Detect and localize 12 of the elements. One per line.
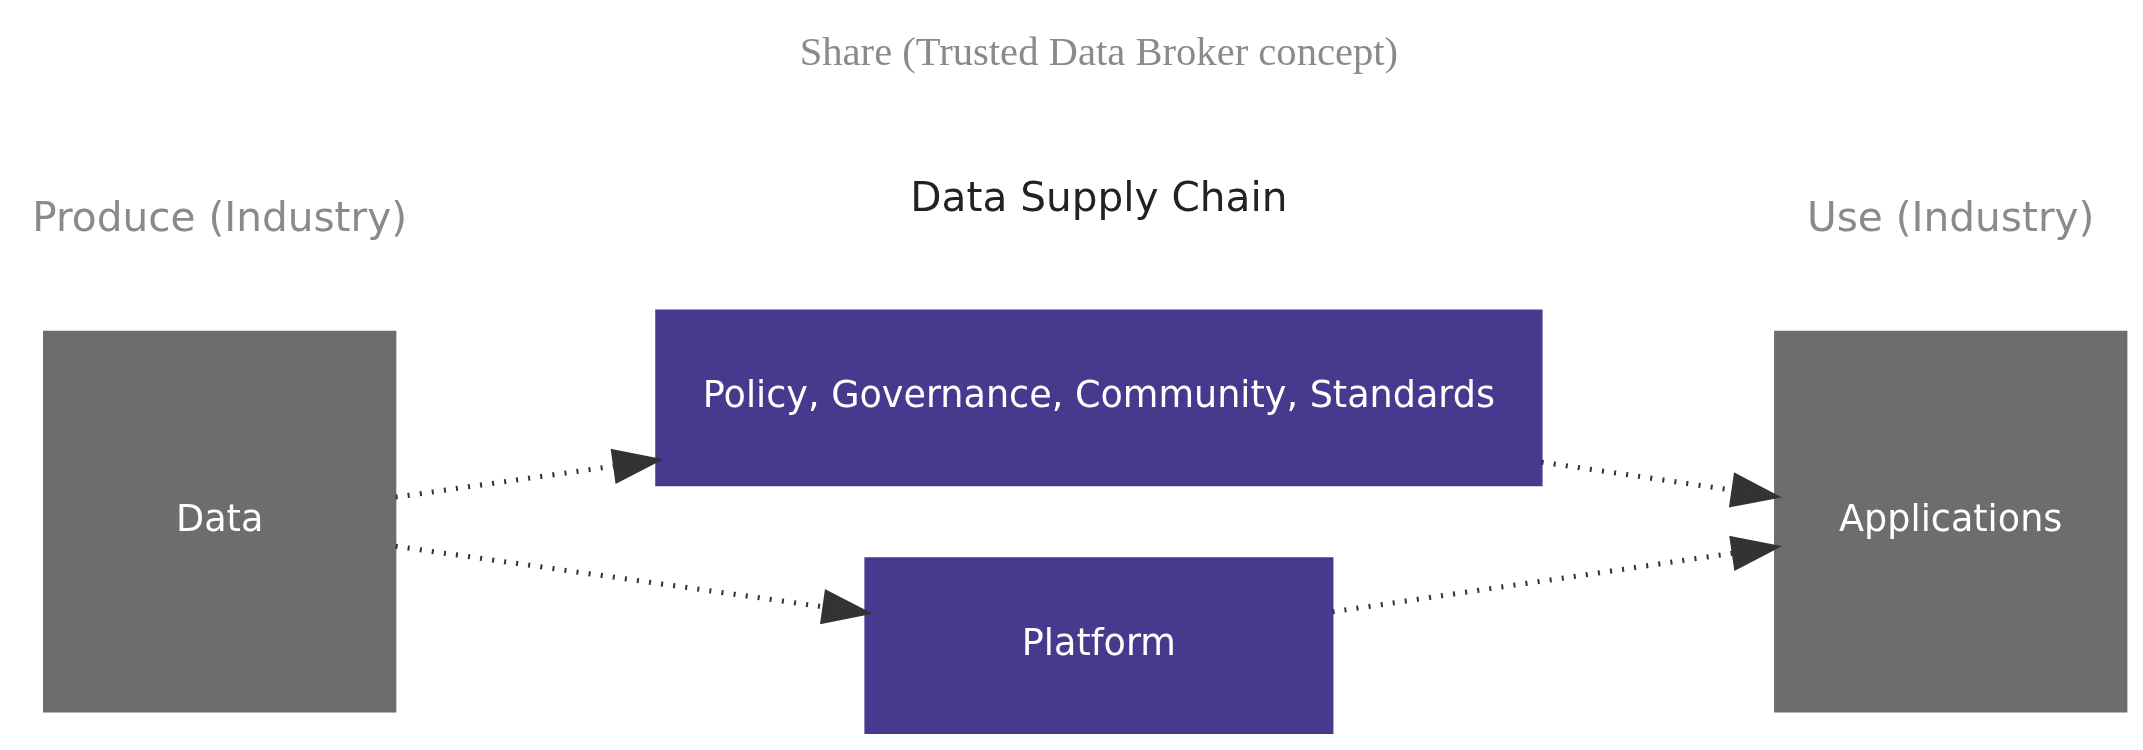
- node-box: Platform: [864, 556, 1334, 734]
- arrow: [1332, 535, 1783, 614]
- label: Share (Trusted Data Broker concept): [799, 28, 1399, 74]
- node-box: Applications: [1774, 330, 2128, 713]
- label: Produce (Industry): [32, 192, 408, 241]
- arrow: [395, 543, 873, 624]
- node-box: Policy, Governance, Community, Standards: [655, 309, 1543, 486]
- arrow: [395, 448, 664, 500]
- label: Use (Industry): [1806, 192, 2095, 241]
- label: Data Supply Chain: [910, 172, 1288, 221]
- arrow: [1541, 459, 1782, 508]
- node-box: Data: [43, 330, 397, 713]
